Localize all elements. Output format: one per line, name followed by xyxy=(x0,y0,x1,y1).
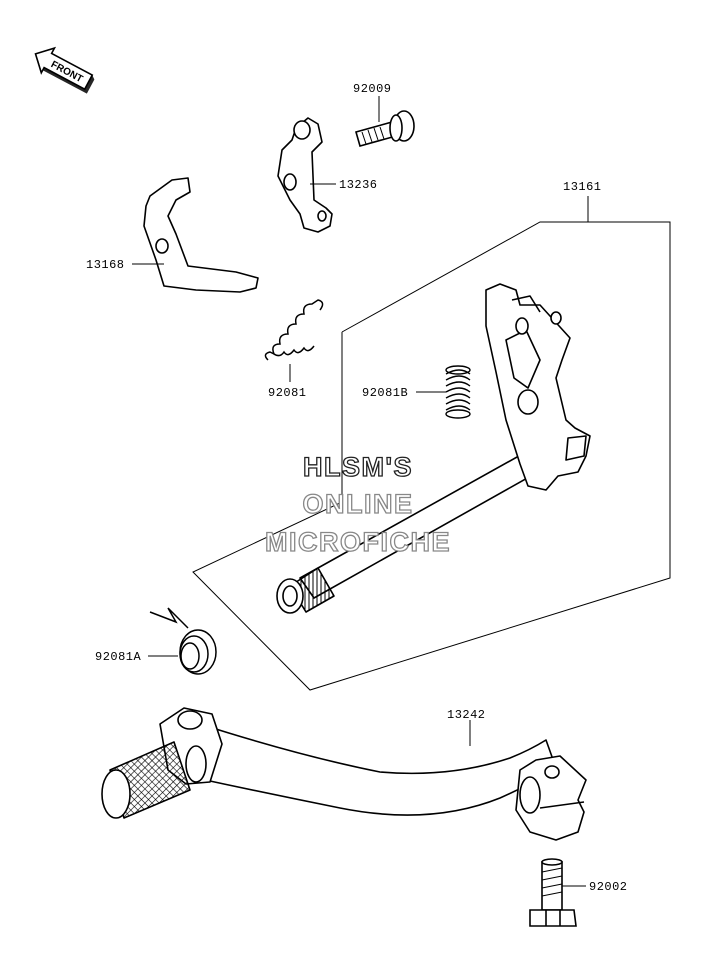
part-label-92081A: 92081A xyxy=(95,650,142,664)
part-label-13161: 13161 xyxy=(563,180,602,194)
bolt-92009-part xyxy=(355,110,415,147)
spring-92081B-part xyxy=(445,365,471,419)
watermark-line-3: MICROFICHE xyxy=(265,527,451,557)
stopper-13168-part xyxy=(143,177,259,293)
bracket-13236-part xyxy=(277,117,333,233)
watermark-line-1: HLSM'S xyxy=(303,452,413,482)
part-label-13242: 13242 xyxy=(447,708,486,722)
part-label-92002: 92002 xyxy=(589,880,628,894)
leader-lines xyxy=(132,96,586,887)
shift-shaft-part xyxy=(276,283,591,614)
spring-92081-part xyxy=(264,299,324,361)
part-label-92081: 92081 xyxy=(268,386,307,400)
shift-shaft-group-box xyxy=(192,196,671,691)
part-label-92081B: 92081B xyxy=(362,386,408,400)
spring-92081A-part xyxy=(149,607,217,675)
shift-pedal-13242-part xyxy=(101,707,587,841)
part-label-13236: 13236 xyxy=(339,178,378,192)
part-label-13168: 13168 xyxy=(86,258,125,272)
front-arrow-icon: FRONT xyxy=(34,46,95,94)
part-label-92009: 92009 xyxy=(353,82,392,96)
bolt-92002-part xyxy=(529,858,577,927)
watermark-line-2: ONLINE xyxy=(302,489,413,519)
